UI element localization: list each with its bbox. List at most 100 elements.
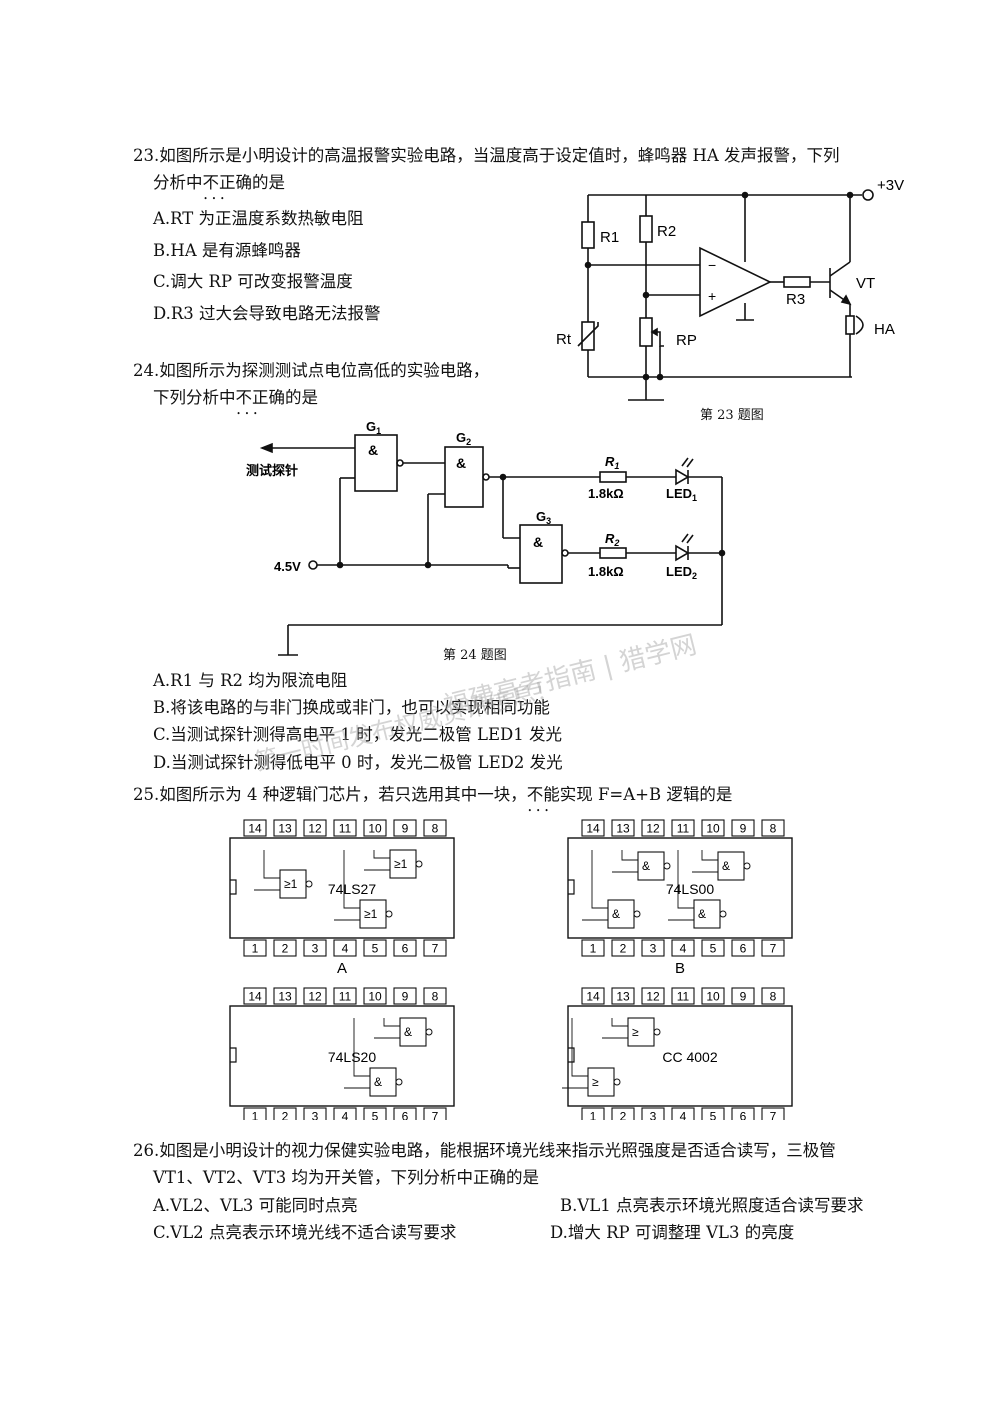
chip-top-pin <box>393 819 417 837</box>
chip-top-pin <box>303 987 327 1005</box>
chip-top-pin-label: 10 <box>706 822 720 836</box>
chip-top-pin-label: 13 <box>616 822 630 836</box>
chip-bottom-pin <box>671 939 695 957</box>
gate-wire <box>582 850 608 921</box>
q24-label-r1-value: 1.8kΩ <box>588 486 624 501</box>
gate-wire <box>364 850 390 871</box>
chip-bottom-pin <box>333 1107 357 1120</box>
chip-bottom-pin <box>333 939 357 957</box>
chip-bottom-pin-label: 7 <box>432 942 439 956</box>
chip-bottom-pin <box>611 1107 635 1120</box>
q24-option-b: B.将该电路的与非门换成或非门，也可以实现相同功能 <box>153 698 550 717</box>
chip-bottom-pin <box>273 939 297 957</box>
q23-stem-post: 的是 <box>252 173 285 192</box>
q24-g1-symbol: & <box>368 442 378 458</box>
gate-symbol <box>359 899 387 929</box>
chip-top-pin <box>363 987 387 1005</box>
chip-top-pin <box>701 819 725 837</box>
chip-bottom-pin-label: 3 <box>312 1110 319 1121</box>
chip-top-pin <box>641 987 665 1005</box>
chip-top-pin <box>363 819 387 837</box>
chip-bottom-pin <box>303 1107 327 1120</box>
chip-name: 74LS00 <box>666 881 714 897</box>
chip-bottom-pin-label: 6 <box>402 1110 409 1121</box>
gate-wire <box>668 850 694 921</box>
gate-symbol <box>389 849 417 879</box>
chip-bottom-pin-label: 2 <box>620 942 627 956</box>
q24-stem-post: 的是 <box>285 388 318 407</box>
chip-top-pin-label: 9 <box>740 990 747 1004</box>
gate-wire <box>562 1018 588 1089</box>
chip-top-pin <box>671 819 695 837</box>
chip-top-pin <box>243 987 267 1005</box>
chip-bottom-pin-label: 3 <box>312 942 319 956</box>
gate-label: & <box>642 859 650 873</box>
q23-stem-pre: 分析中 <box>153 173 203 192</box>
gate-wire <box>612 850 638 873</box>
q24-circuit-diagram: 测试探针 4.5V G1 G2 G3 & & & R1 R2 1.8kΩ 1.8… <box>246 419 726 656</box>
q24-option-c: C.当测试探针测得高电平 1 时，发光二极管 LED1 发光 <box>153 725 562 744</box>
chip-bottom-pin <box>581 939 605 957</box>
chip-top-pin <box>731 987 755 1005</box>
chip-top-pin <box>303 819 327 837</box>
chip-bottom-pin-label: 5 <box>710 1110 717 1121</box>
chip-bottom-pin <box>423 939 447 957</box>
chip-top-pin <box>611 987 635 1005</box>
q24-label-r2-value: 1.8kΩ <box>588 564 624 579</box>
chip-bottom-pin-label: 3 <box>650 942 657 956</box>
chip-top-pin-label: 13 <box>616 990 630 1004</box>
chip-top-pin-label: 8 <box>770 990 777 1004</box>
chip-top-pin-label: 9 <box>402 822 409 836</box>
q23-label-r1: R1 <box>600 229 619 246</box>
q23-circuit-diagram: +3V R1 R2 Rt RP R3 VT HA − + <box>556 177 904 401</box>
gate-inverter-bubble <box>305 880 313 888</box>
gate-label: & <box>374 1075 382 1089</box>
chip-bottom-pin <box>243 939 267 957</box>
gate-inverter-bubble <box>653 1028 661 1036</box>
chip-bottom-pin-label: 6 <box>740 1110 747 1121</box>
chip-top-pin-label: 12 <box>308 990 322 1004</box>
chip-top-pin-label: 13 <box>278 822 292 836</box>
chip-bottom-pin <box>363 1107 387 1120</box>
chip-bottom-pin <box>423 1107 447 1120</box>
chip-bottom-pin <box>701 939 725 957</box>
chip-option-letter: B <box>675 960 685 977</box>
q24-g2-symbol: & <box>456 455 466 471</box>
q25-stem-emphasis: 不能 <box>527 785 560 804</box>
chip-top-pin <box>761 987 785 1005</box>
chip-bottom-pin-label: 2 <box>282 942 289 956</box>
chip-top-pin <box>581 987 605 1005</box>
chip-name: 74LS27 <box>328 881 376 897</box>
q24-option-d: D.当测试探针测得低电平 0 时，发光二极管 LED2 发光 <box>153 753 563 772</box>
chip-top-pin-label: 11 <box>339 822 352 836</box>
q26-option-c: C.VL2 点亮表示环境光线不适合读写要求 <box>153 1223 457 1242</box>
q23-option-a: A.RT 为正温度系数热敏电阻 <box>153 209 364 228</box>
chip-top-pin <box>761 819 785 837</box>
chip-bottom-pin-label: 2 <box>282 1110 289 1121</box>
chip-top-pin-label: 10 <box>706 990 720 1004</box>
gate-wire <box>344 1018 370 1089</box>
gate-inverter-bubble <box>395 1078 403 1086</box>
gate-symbol <box>369 1067 397 1097</box>
gate-inverter-bubble <box>415 860 423 868</box>
chip-top-pin-label: 14 <box>586 990 600 1004</box>
q23-figure-caption: 第 23 题图 <box>700 408 764 423</box>
chip-bottom-pin-label: 2 <box>620 1110 627 1121</box>
gate-wire <box>692 850 718 873</box>
gate-symbol <box>627 1017 655 1047</box>
chip-bottom-pin-label: 6 <box>740 942 747 956</box>
chip-bottom-pin-label: 1 <box>590 1110 597 1121</box>
chip-bottom-pin <box>581 1107 605 1120</box>
chip-bottom-pin <box>303 939 327 957</box>
q24-stem-line2: 下列分析中不正确的是 <box>153 387 318 409</box>
chip-bottom-pin-label: 4 <box>680 1110 687 1121</box>
chip-name: 74LS20 <box>328 1049 376 1065</box>
gate-inverter-bubble <box>719 910 727 918</box>
chip-top-pin <box>273 819 297 837</box>
q25-stem: 25.如图所示为 4 种逻辑门芯片，若只选用其中一块，不能实现 F=A+B 逻辑… <box>133 784 732 806</box>
q24-label-vcc: 4.5V <box>274 559 301 574</box>
chip-top-pin <box>393 987 417 1005</box>
gate-symbol <box>279 869 307 899</box>
q24-label-g3: G3 <box>536 509 551 526</box>
chip-bottom-pin-label: 4 <box>342 1110 349 1121</box>
